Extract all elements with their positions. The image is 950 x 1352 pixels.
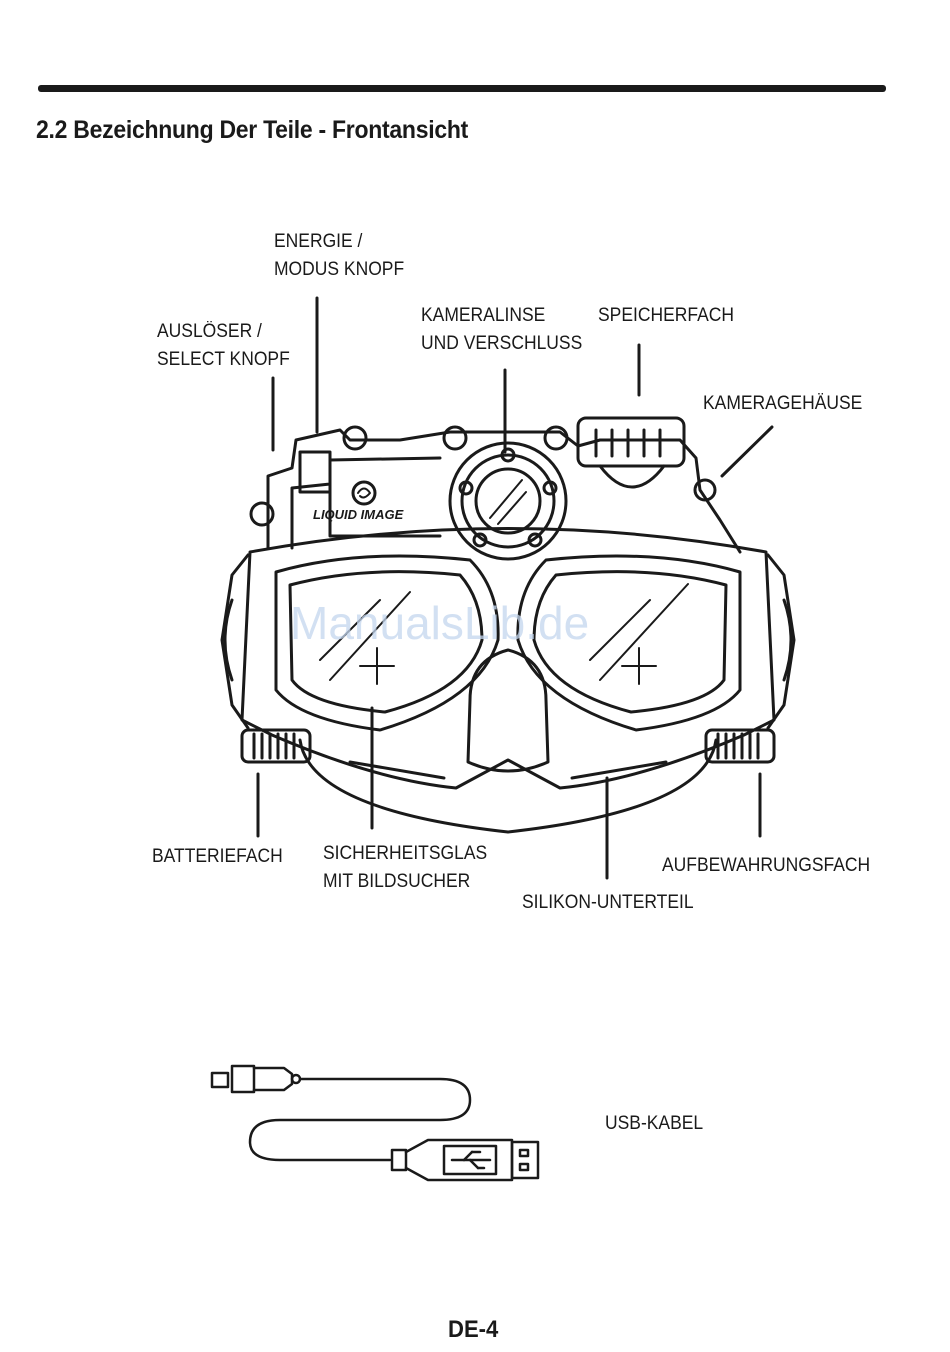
label-kameralinse: KAMERALINSE UND VERSCHLUSS <box>421 302 582 358</box>
label-usb-kabel: USB-KABEL <box>605 1110 703 1138</box>
label-kameragehaeuse: KAMERAGEHÄUSE <box>703 390 862 418</box>
watermark: ManualsLib.de <box>290 596 589 650</box>
liquid-image-logo: LIQUID IMAGE <box>313 482 404 522</box>
label-aufbewahrungsfach: AUFBEWAHRUNGSFACH <box>662 852 870 880</box>
usb-cable-illustration <box>212 1066 538 1180</box>
label-sicherheitsglas: SICHERHEITSGLAS MIT BILDSUCHER <box>323 840 487 896</box>
silicone-skirt <box>300 740 716 832</box>
svg-text:LIQUID IMAGE: LIQUID IMAGE <box>313 507 404 522</box>
label-speicherfach: SPEICHERFACH <box>598 302 734 330</box>
label-energie-modus: ENERGIE / MODUS KNOPF <box>274 228 404 284</box>
memory-compartment-cap <box>578 418 684 487</box>
leader-lines <box>258 298 772 878</box>
page-number: DE-4 <box>448 1316 498 1344</box>
label-batteriefach: BATTERIEFACH <box>152 843 283 871</box>
label-ausloeser-select: AUSLÖSER / SELECT KNOPF <box>157 318 290 374</box>
camera-lens <box>450 443 566 559</box>
label-silikon-unterteil: SILIKON-UNTERTEIL <box>522 889 694 917</box>
knurled-knobs <box>242 730 774 762</box>
